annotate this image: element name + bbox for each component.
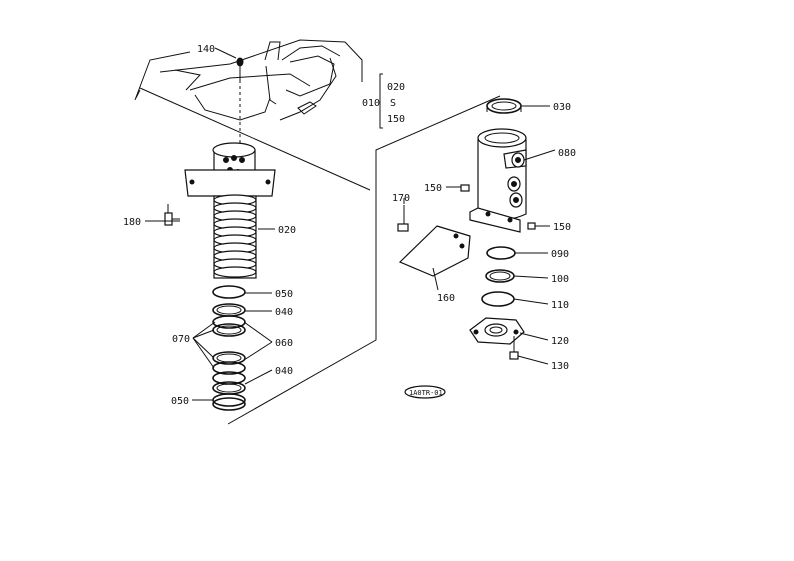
ring-050-lower bbox=[212, 393, 246, 411]
label-160: 160 bbox=[437, 293, 455, 304]
rotor-spindle bbox=[213, 194, 257, 279]
range-label-010: 010 bbox=[362, 98, 380, 109]
group-border bbox=[227, 95, 501, 425]
bracket-160 bbox=[398, 225, 471, 277]
seal-stack-lower bbox=[212, 351, 246, 395]
housing-080 bbox=[469, 128, 527, 233]
label-150-lower: 150 bbox=[553, 222, 571, 233]
label-090: 090 bbox=[551, 249, 569, 260]
plug-150-upper bbox=[460, 184, 470, 192]
cover-120 bbox=[469, 317, 525, 345]
ring-100 bbox=[485, 269, 515, 283]
ring-050-upper bbox=[212, 285, 246, 299]
range-label-020: 020 bbox=[387, 82, 405, 93]
leaders-right bbox=[403, 105, 556, 365]
range-label-150: 150 bbox=[387, 114, 405, 125]
label-040-upper: 040 bbox=[275, 307, 293, 318]
label-150-upper: 150 bbox=[424, 183, 442, 194]
mounting-plate bbox=[184, 169, 276, 197]
bolt-140 bbox=[236, 57, 244, 80]
label-110: 110 bbox=[551, 300, 569, 311]
bolt-170 bbox=[397, 205, 409, 232]
bolt-130 bbox=[509, 336, 519, 360]
label-170: 170 bbox=[392, 193, 410, 204]
label-140: 140 bbox=[197, 44, 215, 55]
label-180: 180 bbox=[123, 217, 141, 228]
stamp-badge bbox=[404, 385, 446, 399]
seal-stack-upper bbox=[212, 315, 246, 337]
leaders-left bbox=[165, 220, 275, 401]
label-120: 120 bbox=[551, 336, 569, 347]
label-030: 030 bbox=[553, 102, 571, 113]
label-050-upper: 050 bbox=[275, 289, 293, 300]
machine-frame bbox=[134, 39, 371, 191]
label-130: 130 bbox=[551, 361, 569, 372]
label-050-lower: 050 bbox=[171, 396, 189, 407]
label-060: 060 bbox=[275, 338, 293, 349]
label-080: 080 bbox=[558, 148, 576, 159]
bolt-180 bbox=[145, 204, 180, 226]
label-020: 020 bbox=[278, 225, 296, 236]
o-ring-110 bbox=[481, 291, 515, 307]
range-separator: S bbox=[390, 98, 396, 109]
label-070: 070 bbox=[172, 334, 190, 345]
plug-150-lower bbox=[527, 222, 536, 230]
ring-040-upper bbox=[212, 303, 246, 317]
label-040-lower: 040 bbox=[275, 366, 293, 377]
oil-seal-030 bbox=[486, 98, 522, 114]
label-100: 100 bbox=[551, 274, 569, 285]
range-bracket bbox=[379, 73, 383, 129]
stamp-text: 1A0TR-01 bbox=[409, 389, 443, 397]
o-ring-090 bbox=[486, 246, 516, 260]
